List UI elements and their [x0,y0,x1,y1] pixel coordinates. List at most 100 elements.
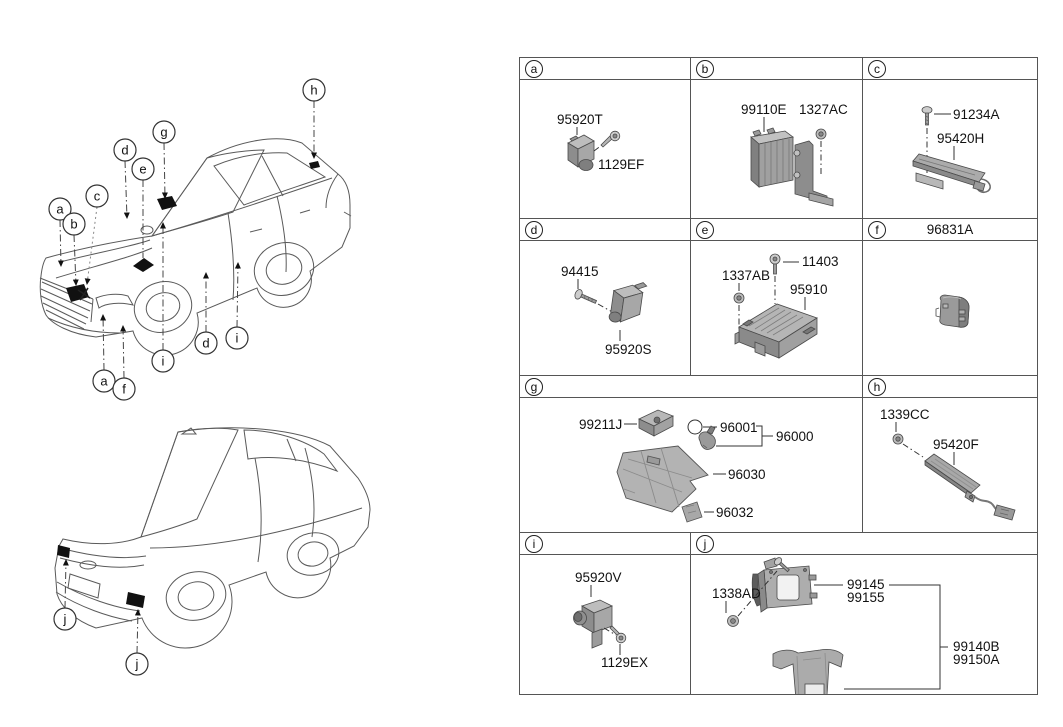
part-label: 1327AC [799,102,848,117]
cell-c-body: 91234A 95420H [863,81,1037,218]
cell-g-body: 99211J 96001 96000 [520,399,862,532]
rear-radar-mount-icon [772,648,844,694]
part-label: 1339CC [880,407,930,422]
parts-cell-i: i 95920V [520,533,691,695]
parts-cell-b: b 99110E 1327AC [691,58,863,219]
parts-cell-g: g 99211J 96001 96000 [520,376,863,533]
cell-f-body [863,242,1037,375]
rear-corner-radar-mark-left [57,545,70,558]
rear-radar-bracket-icon [751,557,818,613]
buzzer-module-icon [935,294,970,328]
callout-c: c [85,184,109,208]
svg-text:b: b [70,217,77,232]
svg-text:i: i [236,331,239,346]
cell-g-letter: g [525,377,543,396]
front-car-callouts [57,101,317,379]
part-label: 99110E [741,102,787,117]
svg-text:e: e [139,162,146,177]
group-bracket-line [716,425,773,447]
rear-car-callout-circles: j j [53,607,149,676]
nut-icon [727,615,739,627]
wiper-sensor-mark [77,287,91,301]
callout-j-left: j [53,607,77,631]
svg-text:j: j [63,612,67,627]
cell-i-body: 95920V [520,556,690,694]
parts-cell-d: d 94415 [520,219,691,376]
cell-e-body: 11403 1337AB 95910 [691,242,862,375]
parts-table: a 95920T [519,57,1038,695]
cell-j-header: j [691,533,1037,555]
car-location-diagram: a b c d e g h i a f d i [0,0,510,727]
impact-sensor-icon [573,599,613,649]
part-label: 1337AB [722,268,770,283]
callout-a-bottom: a [92,369,116,393]
cell-j-body: 1338AD 99145 99155 99140B 99150A [691,556,1037,694]
cell-h-body: 1339CC 95420F [863,399,1037,532]
part-label: 99211J [579,417,622,432]
cell-b-letter: b [696,59,714,78]
cell-j-letter: j [696,534,714,553]
cell-d-body: 94415 959 [520,242,690,375]
cell-d-letter: d [525,220,543,239]
cell-a-letter: a [525,59,543,78]
console-cover-icon [681,501,703,523]
cell-a-header: a [520,58,690,80]
rear-antenna-mark [309,161,320,169]
callout-h: h [302,78,326,102]
front-radar-mark [66,284,89,302]
nut-icon [733,292,745,304]
cell-i-header: i [520,533,690,555]
front-car-callout-circles: a b c d e g h i a f d i [48,78,326,401]
rear-car-illustration [54,427,371,649]
cell-d-header: d [520,219,690,241]
part-label: 91234A [953,107,1000,122]
airbag-control-unit-icon [734,303,818,359]
svg-text:a: a [56,202,64,217]
part-label: 95420H [937,131,984,146]
part-label: 95920T [557,112,603,127]
svg-text:f: f [122,382,126,397]
part-label: 1129EF [598,157,644,172]
part-label: 95420F [933,437,979,452]
cell-f-letter: f [868,220,886,239]
svg-text:j: j [135,657,139,672]
part-label: 96032 [716,505,754,520]
cell-b-header: b [691,58,862,80]
part-label: 96831A [926,222,974,237]
part-label: 95910 [790,282,828,297]
callout-a-front: a [48,197,72,221]
rain-sensor-icon [698,425,716,450]
airbag-module-mark [133,258,154,272]
part-label: 94415 [561,264,599,279]
parts-cell-j: j [691,533,1038,695]
part-label: 95920V [575,570,622,585]
svg-text:d: d [121,143,128,158]
svg-text:c: c [94,189,101,204]
grommet-ring-icon [687,419,703,435]
antenna-bracket-icon [912,153,991,193]
part-label: 96000 [776,429,814,444]
cell-h-header: h [863,376,1037,398]
callout-e: e [131,157,155,181]
nut-icon [892,433,904,445]
part-label: 96030 [728,467,766,482]
cell-b-body: 99110E 1327AC [691,81,862,218]
rear-corner-radar-mark-center [126,592,145,608]
bolt-icon [600,130,621,148]
cell-h-letter: h [868,377,886,396]
callout-b: b [62,212,86,236]
parts-cell-e: e 11403 1337AB [691,219,863,376]
overhead-console-icon [616,445,709,513]
svg-text:g: g [160,125,167,140]
parts-cell-h: h 1339CC 95420F [863,376,1038,533]
parts-cell-c: c 91234A 95420H [863,58,1038,219]
cell-a-body: 95920T 1129EF [520,81,690,218]
cell-i-letter: i [525,534,543,553]
antenna-amplifier-icon [924,453,1016,521]
part-label: 96001 [720,420,758,435]
cell-c-letter: c [868,59,886,78]
svg-text:h: h [310,83,317,98]
part-label: 99150A [953,652,1000,667]
callout-i-bottom: i [151,349,175,373]
